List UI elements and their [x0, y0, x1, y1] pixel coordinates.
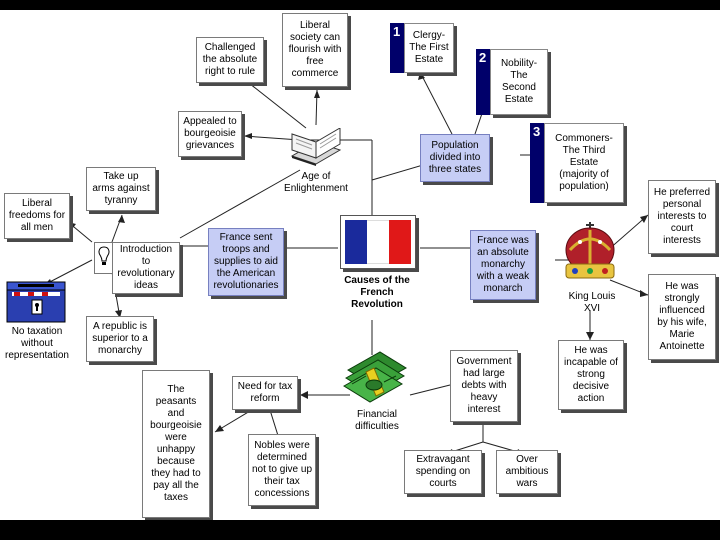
node-extravagant[interactable]: Extravagant spending on courts	[404, 450, 482, 494]
node-take-up-arms[interactable]: Take up arms against tyranny	[86, 167, 156, 211]
estate-1-label: Clergy- The First Estate	[404, 23, 454, 73]
label-no-taxation: No taxation without representation	[5, 326, 69, 361]
ballot-box-icon	[6, 278, 68, 324]
concept-map: Causes of the French Revolution Challeng…	[0, 10, 720, 520]
node-france-was[interactable]: France was an absolute monarchy with a w…	[470, 230, 536, 300]
estate-1-bar	[390, 23, 404, 73]
node-challenged[interactable]: Challenged the absolute right to rule	[196, 37, 264, 83]
node-liberal-society[interactable]: Liberal society can flourish with free c…	[282, 13, 348, 87]
estate-3[interactable]: 3 Commoners- The Third Estate (majority …	[530, 123, 624, 203]
lightbulb-icon	[94, 242, 114, 274]
label-financial: Financial difficulties	[355, 409, 399, 432]
estate-3-label: Commoners- The Third Estate (majority of…	[544, 123, 624, 203]
node-incapable[interactable]: He was incapable of strong decisive acti…	[558, 340, 624, 410]
crown-icon	[560, 220, 620, 286]
node-peasants[interactable]: The peasants and bourgeoisie were unhapp…	[142, 370, 210, 518]
central-topic: Causes of the French Revolution	[344, 275, 410, 310]
node-intro-ideas[interactable]: Introduction to revolutionary ideas	[112, 242, 180, 294]
node-population[interactable]: Population divided into three states	[420, 134, 490, 182]
estate-1[interactable]: 1 Clergy- The First Estate	[390, 23, 454, 73]
estate-3-bar	[530, 123, 544, 203]
estate-2[interactable]: 2 Nobility- The Second Estate	[476, 49, 548, 115]
node-nobles[interactable]: Nobles were determined not to give up th…	[248, 434, 316, 506]
estate-3-number: 3	[533, 124, 541, 139]
node-need-reform[interactable]: Need for tax reform	[232, 376, 298, 410]
estate-2-number: 2	[479, 50, 487, 65]
label-king: King Louis XVI	[568, 291, 616, 314]
label-enlightenment: Age of Enlightenment	[284, 171, 348, 194]
node-preferred[interactable]: He preferred personal interests to court…	[648, 180, 716, 254]
estate-2-bar	[476, 49, 490, 115]
money-icon	[340, 340, 410, 408]
node-france-sent[interactable]: France sent troops and supplies to aid t…	[208, 228, 284, 296]
node-influenced[interactable]: He was strongly influenced by his wife, …	[648, 274, 716, 360]
estate-2-label: Nobility- The Second Estate	[490, 49, 548, 115]
flag-icon	[340, 215, 416, 269]
node-over-ambitious[interactable]: Over ambitious wars	[496, 450, 558, 494]
node-appealed[interactable]: Appealed to bourgeoisie grievances	[178, 111, 242, 157]
node-liberal-freedoms[interactable]: Liberal freedoms for all men	[4, 193, 70, 239]
node-government[interactable]: Government had large debts with heavy in…	[450, 350, 518, 422]
book-icon	[288, 127, 344, 168]
node-republic[interactable]: A republic is superior to a monarchy	[86, 316, 154, 362]
estate-1-number: 1	[393, 24, 401, 39]
